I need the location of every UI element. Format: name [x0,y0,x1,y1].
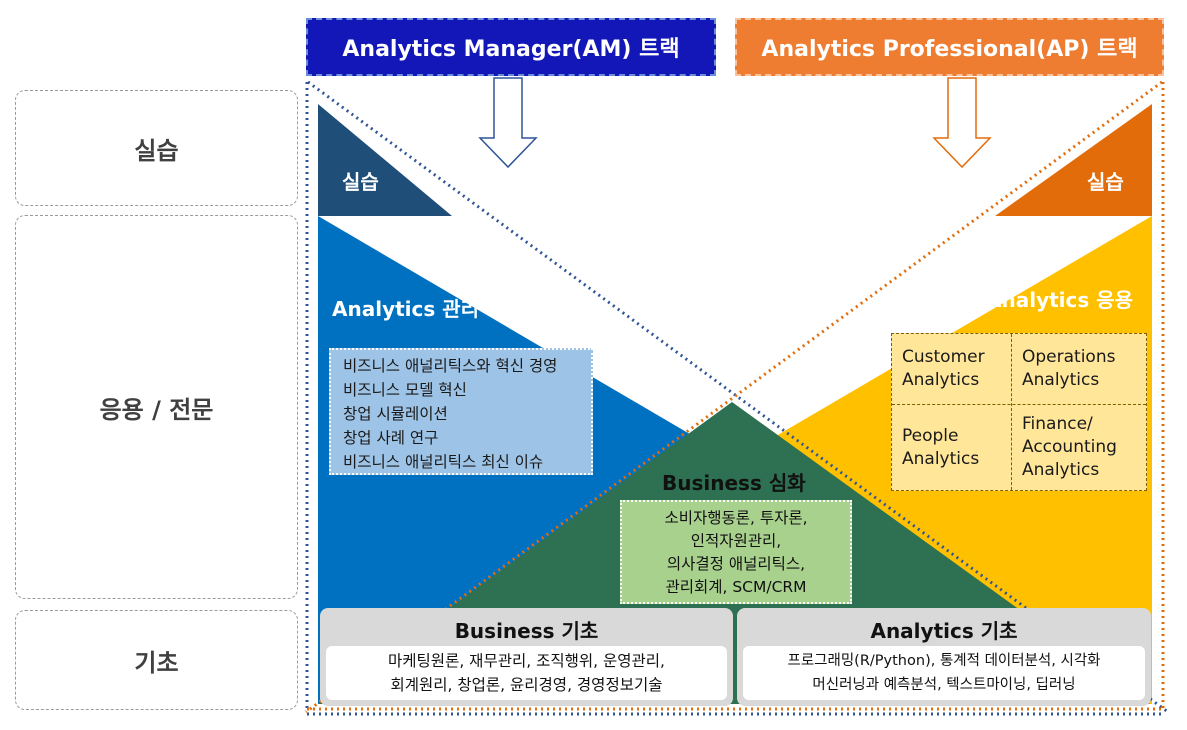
business-deep-list: 소비자행동론, 투자론, 인적자원관리, 의사결정 애널리틱스, 관리회계, S… [620,500,852,604]
am-diagonal-line [307,80,1169,714]
level-practice-label: 실습 [134,136,179,165]
finance-accounting-analytics-cell: Finance/ Accounting Analytics [1012,405,1146,490]
grid-divider-vertical [1011,334,1012,490]
management-item: 비즈니스 애널리틱스 최신 이슈 [343,453,544,471]
analytics-foundation-list: 프로그래밍(R/Python), 통계적 데이터분석, 시각화 머신러닝과 예측… [743,646,1145,700]
operations-analytics-cell: Operations Analytics [1012,334,1146,404]
management-item: 비즈니스 애널리틱스와 혁신 경영 [343,357,558,375]
level-foundation-label: 기초 [134,648,179,677]
ap-practice-label: 실습 [1087,170,1124,194]
am-track-header: Analytics Manager(AM) 트랙 [306,18,716,76]
people-analytics-label: People Analytics [902,425,980,469]
business-deep-item: 관리회계, SCM/CRM [665,578,807,596]
business-foundation-item: 마케팅원론, 재무관리, 조직행위, 운영관리, [388,652,665,670]
ap-track-header: Analytics Professional(AP) 트랙 [735,18,1164,76]
ap-track-label: Analytics Professional(AP) 트랙 [761,37,1138,62]
customer-analytics-label: Customer Analytics [902,347,985,390]
am-track-label: Analytics Manager(AM) 트랙 [342,37,680,62]
people-analytics-cell: People Analytics [892,405,1011,490]
analytics-management-title: Analytics 관리 [332,297,480,321]
ap-down-arrow-icon [932,77,992,169]
am-practice-label: 실습 [342,170,379,194]
analytics-foundation-item: 머신러닝과 예측분석, 텍스트마이닝, 딥러닝 [812,677,1076,693]
business-foundation-item: 회계원리, 창업론, 윤리경영, 경영정보기술 [390,676,663,694]
level-practice: 실습 [15,90,298,206]
business-deep-item: 인적자원관리, [690,532,782,550]
analytics-foundation-item: 프로그래밍(R/Python), 통계적 데이터분석, 시각화 [787,653,1101,669]
analytics-foundation-title: Analytics 기초 [870,619,1018,643]
business-foundation-title: Business 기초 [454,619,599,643]
level-application: 응용 / 전문 [15,215,298,599]
business-foundation-list: 마케팅원론, 재무관리, 조직행위, 운영관리, 회계원리, 창업론, 윤리경영… [326,646,727,700]
operations-analytics-label: Operations Analytics [1022,347,1116,390]
analytics-application-title: Analytics 응용 [986,288,1134,312]
am-practice-triangle [318,104,452,216]
management-item: 비즈니스 모델 혁신 [343,381,467,399]
grid-divider-horizontal [892,404,1146,405]
customer-analytics-cell: Customer Analytics [892,334,1011,404]
management-item: 창업 시뮬레이션 [343,405,448,423]
analytics-management-list: 비즈니스 애널리틱스와 혁신 경영 비즈니스 모델 혁신 창업 시뮬레이션 창업… [329,348,593,475]
management-item: 창업 사례 연구 [343,429,439,447]
business-deep-item: 의사결정 애널리틱스, [666,555,806,573]
am-down-arrow-icon [478,77,538,169]
finance-accounting-analytics-label: Finance/ Accounting Analytics [1022,414,1117,480]
business-deep-title: Business 심화 [662,471,806,495]
level-foundation: 기초 [15,610,298,710]
analytics-foundation-box: Analytics 기초 프로그래밍(R/Python), 통계적 데이터분석,… [737,608,1151,706]
business-foundation-box: Business 기초 마케팅원론, 재무관리, 조직행위, 운영관리, 회계원… [320,608,733,706]
analytics-application-grid: Customer Analytics Operations Analytics … [891,333,1147,491]
business-deep-item: 소비자행동론, 투자론, [664,509,808,527]
ap-practice-triangle [995,104,1152,216]
level-application-label: 응용 / 전문 [99,395,214,424]
